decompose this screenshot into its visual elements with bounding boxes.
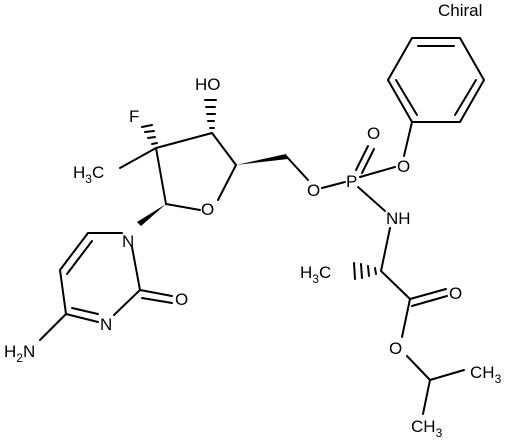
n1-nitrogen-label: N — [122, 232, 134, 251]
phosphoryl-oxygen-label: O — [367, 124, 380, 143]
isopropyl-methyl-1-label: CH3 — [470, 363, 502, 386]
phenyl-ring — [387, 37, 485, 123]
phosphorus-label: P — [346, 172, 357, 191]
hydroxyl-label: HO — [195, 75, 221, 94]
isopropyl-methyl-2-label: CH3 — [411, 417, 443, 440]
ester-carbonyl-oxygen-label: O — [449, 284, 462, 303]
n3-nitrogen-label: N — [100, 315, 112, 334]
fluorine-hash-bond — [141, 124, 158, 145]
chiral-label: Chiral — [438, 1, 482, 20]
cytosine-ring — [39, 232, 173, 341]
carbonyl-oxygen-label: O — [175, 290, 188, 309]
amine-nh-label: NH — [386, 209, 411, 228]
ring-oxygen-label: O — [201, 200, 214, 219]
ester-oxygen-label: O — [389, 339, 402, 358]
fluorine-label: F — [129, 107, 139, 126]
o5-oxygen-label: O — [307, 181, 320, 200]
furanose-ring — [155, 132, 288, 211]
alanine-methyl-hash-bond — [353, 262, 377, 280]
hydroxyl-hash-bond — [204, 99, 217, 129]
sugar-methyl-label: H3C — [73, 163, 104, 186]
alanine-methyl-label: H3C — [300, 263, 331, 286]
phenoxy-oxygen-label: O — [397, 157, 410, 176]
amino-group-label: H2N — [4, 342, 35, 365]
